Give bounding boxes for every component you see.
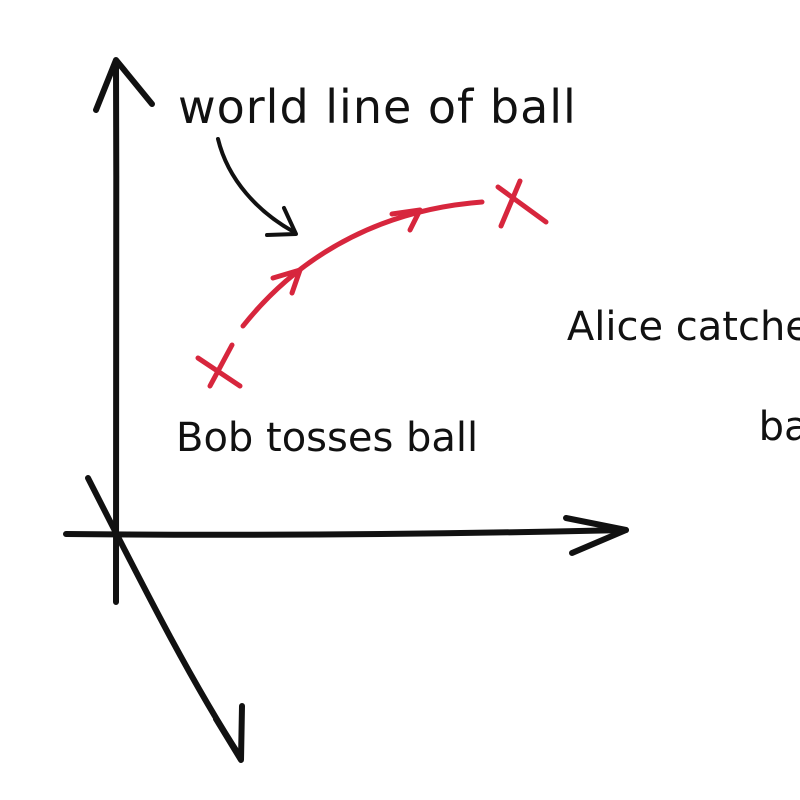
world-line: [240, 199, 485, 329]
horizontal-axis-arrowhead: [563, 515, 629, 556]
horizontal-axis: [63, 527, 629, 538]
world-line-annotation-label: world line of ball: [178, 80, 577, 134]
bob-tosses-ball-label: Bob tosses ball: [176, 415, 479, 461]
world-line-arrow-2: [389, 207, 423, 233]
annotation-arrow: [216, 137, 296, 234]
bob-toss-event-marker: [195, 342, 243, 389]
alice-label-line-1: Alice catches: [566, 304, 800, 350]
annotation-arrowhead: [265, 206, 298, 237]
alice-catch-event-marker: [495, 178, 549, 229]
vertical-axis-arrowhead: [93, 57, 155, 113]
world-line-arrow-1: [270, 267, 303, 296]
vertical-axis: [112, 59, 120, 605]
alice-label-line-2: ball: [758, 404, 800, 450]
alice-catches-ball-label: Alice catches ball: [516, 252, 800, 502]
diagonal-axis-arrowhead: [213, 703, 245, 763]
diagonal-axis: [85, 475, 244, 761]
